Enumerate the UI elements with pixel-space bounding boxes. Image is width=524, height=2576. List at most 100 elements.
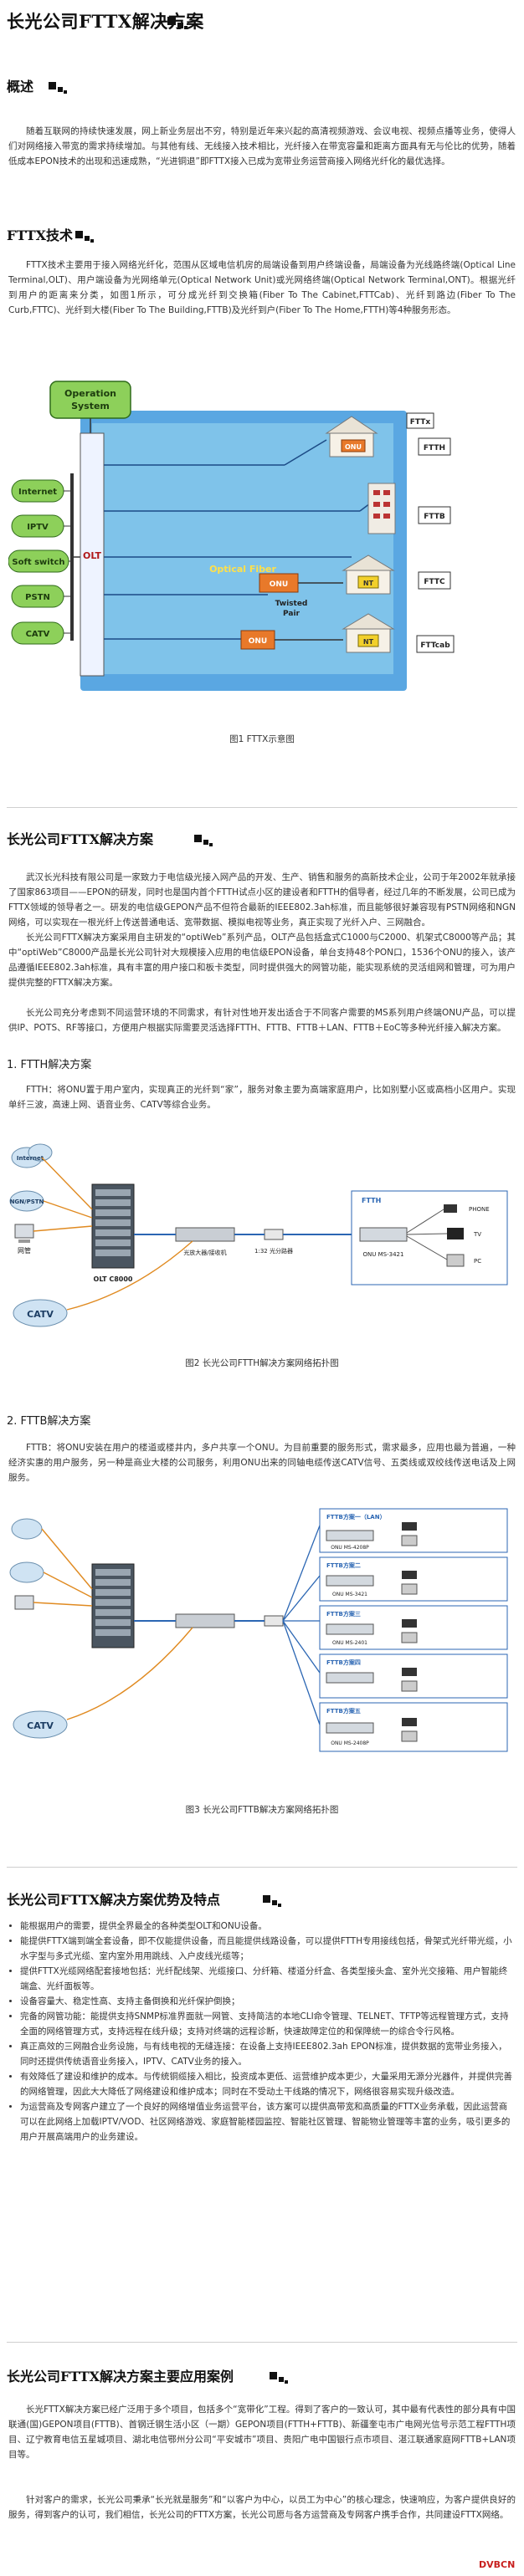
fttb-onu-5-label: ONU MS-2408P [331, 1740, 369, 1746]
ftth-paragraph: FTTH：将ONU置于用户室内，实现真正的光纤到“家”，服务对象主要为高端家庭用… [8, 1085, 516, 1110]
ftth-house: ONU [325, 416, 378, 457]
cases-decoration-icon [270, 2372, 288, 2385]
solution-paragraph-3: 长光公司充分考虑到不同运营环境的不同需求，有针对性地开发出适合于不同客户需要的M… [8, 1008, 516, 1033]
nt-fttc-label: NT [363, 580, 374, 587]
watermark-logo: DVBCN [479, 2559, 516, 2570]
fttb-diagram-svg: FTTB方案一（LAN） ONU MS-4208P FTTB方案二 ONU MS… [9, 1508, 508, 1752]
list-item: 有效降低了建设和维护的成本。与传统铜缆接入相比，投资成本更低、运营维护成本更少，… [20, 2069, 516, 2099]
solution-heading: 长光公司FTTX解决方案 [7, 831, 154, 847]
figure3-caption: 图3 长光公司FTTB解决方案网络拓扑图 [185, 1805, 339, 1815]
service-internet: Internet [11, 479, 64, 503]
ftth-tv-label: TV [473, 1231, 481, 1238]
section-divider [7, 807, 517, 808]
fttb-scheme-2: FTTB方案二 ONU MS-3421 [319, 1556, 508, 1602]
figure2-caption: 图2 长光公司FTTH解决方案网络拓扑图 [185, 1358, 339, 1368]
advantages-list: 能根据用户的需要，提供全界最全的各种类型OLT和ONU设备。 能提供FTTX端到… [8, 1919, 516, 2144]
ftth-label: FTTH [424, 444, 445, 452]
service-pstn-label: PSTN [25, 593, 50, 602]
overview-heading: 概述 [7, 79, 34, 95]
fttb-building [367, 483, 396, 534]
nt-fttcab-label: NT [363, 638, 374, 646]
fttb-catv-label: CATV [27, 1720, 54, 1731]
ftth-heading: 1. FTTH解决方案 [7, 1059, 92, 1071]
ftth-catv-label: CATV [27, 1309, 54, 1320]
fttb-scheme-3: FTTB方案三 ONU MS-2401 [319, 1605, 508, 1650]
title-decoration-icon [167, 17, 188, 32]
onu-fttc-label: ONU [270, 580, 289, 589]
operation-system-label-2: System [71, 401, 110, 411]
ftth-nms-label: 网管 [18, 1246, 31, 1255]
fttb-scheme-4: FTTB方案四 [319, 1653, 508, 1699]
solution-paragraph-2: 长光公司FTTX解决方案采用自主研发的“optiWeb”系列产品，OLT产品包括… [8, 933, 516, 988]
fttb-scheme-2-label: FTTB方案二 [326, 1561, 361, 1569]
fttx-diagram: Operation System Internet IPTV Soft swit… [8, 373, 516, 699]
cases-heading: 长光公司FTTX解决方案主要应用案例 [7, 2369, 234, 2384]
ftth-pc-label: PC [474, 1258, 481, 1265]
overview-decoration-icon [49, 82, 67, 95]
tv-icon [447, 1228, 464, 1239]
fttx-tech-heading: FTTX技术 [7, 227, 74, 243]
ftth-onu-label: ONU MS-3421 [363, 1251, 404, 1258]
fttx-label: FTTx [410, 418, 431, 427]
twisted-pair-label-1: Twisted [275, 600, 308, 608]
list-item: 提供FTTX光缆网络配套接地包括：光纤配线架、光缆接口、分纤箱、楼道分纤盒、各类… [20, 1964, 516, 1994]
fttb-diagram: FTTB方案一（LAN） ONU MS-4208P FTTB方案二 ONU MS… [8, 1505, 516, 1756]
section-divider [7, 2342, 517, 2343]
internet-cloud-icon: Internet [11, 1143, 53, 1168]
onu-fttcab-label: ONU [249, 637, 268, 646]
fttcab-label: FTTcab [420, 641, 450, 650]
ftth-ngn-label: NGN/PSTN [10, 1199, 44, 1205]
advantages-decoration-icon [263, 1895, 281, 1909]
fttb-scheme-1: FTTB方案一（LAN） ONU MS-4208P [319, 1508, 508, 1553]
fttb-scheme-4-label: FTTB方案四 [326, 1659, 361, 1666]
advantages-heading: 长光公司FTTX解决方案优势及特点 [7, 1892, 221, 1908]
cases-paragraph-1: 长光FTTX解决方案已经广泛用于多个项目，包括多个“宽带化”工程。得到了客户的一… [8, 2405, 516, 2460]
ftth-amp-label: 光放大器/接收机 [183, 1249, 226, 1256]
ftth-diagram-svg: Internet NGN/PSTN 网管 OLT C8000 光放大器/接收机 [9, 1143, 508, 1327]
fttb-label: FTTB [424, 513, 445, 521]
optical-fiber-label: Optical Fiber [209, 564, 276, 575]
list-item: 能提供FTTX端到端全套设备，即不仅能提供设备，而且能提供线路设备，可以提供FT… [20, 1934, 516, 1964]
list-item: 完备的网管功能：能提供支持SNMP标准界面就一网管、支持简洁的本地CLI命令管理… [20, 2009, 516, 2039]
service-internet-label: Internet [18, 488, 57, 497]
fttx-diagram-svg: Operation System Internet IPTV Soft swit… [8, 373, 516, 699]
service-soft-switch-label: Soft switch [12, 558, 64, 567]
ftth-phone-label: PHONE [469, 1206, 490, 1213]
service-soft-switch: Soft switch [8, 549, 69, 573]
fttb-onu-3-label: ONU MS-2401 [332, 1640, 367, 1646]
fttb-scheme-1-label: FTTB方案一（LAN） [326, 1513, 386, 1521]
onu-ftth-label: ONU [345, 443, 362, 451]
solution-paragraph-1: 武汉长光科技有限公司是一家致力于电信级光接入网产品的开发、生产、销售和服务的高新… [8, 872, 516, 928]
list-item: 真正高效的三网融合业务设施，与有线电视的无缝连接：在设备上支持IEEE802.3… [20, 2039, 516, 2069]
list-item: 设备容量大、稳定性高、支持主备倒换和光纤保护倒换； [20, 1994, 516, 2009]
fttb-onu-1-label: ONU MS-4208P [331, 1545, 369, 1551]
ngn-cloud-icon: NGN/PSTN [9, 1190, 44, 1212]
twisted-pair-label-2: Pair [283, 610, 301, 618]
fttb-scheme-5: FTTB方案五 ONU MS-2408P [319, 1702, 508, 1752]
fttx-tech-paragraph: FTTX技术主要用于接入网络光纤化，范围从区域电信机房的局端设备到用户终端设备，… [8, 260, 516, 315]
ftth-box-label: FTTH [362, 1197, 381, 1204]
fttb-heading: 2. FTTB解决方案 [7, 1415, 91, 1428]
service-catv: CATV [11, 621, 64, 645]
operation-system-label-1: Operation [64, 388, 116, 399]
phone-icon [444, 1204, 457, 1213]
fttb-scheme-3-label: FTTB方案三 [326, 1610, 361, 1618]
fttc-label: FTTC [424, 578, 445, 586]
ftth-splitter-label: 1:32 光分路器 [254, 1247, 293, 1255]
service-iptv-label: IPTV [27, 523, 49, 532]
figure1-caption: 图1 FTTX示意图 [229, 734, 295, 744]
cases-paragraph-2: 针对客户的需求，长光公司秉承“长光就是服务”和“以客户为中心，以员工为中心”的核… [8, 2495, 516, 2520]
service-pstn: PSTN [11, 585, 64, 608]
fttb-onu-2-label: ONU MS-3421 [332, 1592, 367, 1597]
list-item: 能根据用户的需要，提供全界最全的各种类型OLT和ONU设备。 [20, 1919, 516, 1934]
solution-decoration-icon [194, 835, 213, 848]
olt-label: OLT [83, 550, 102, 561]
nms-computer-icon: 网管 [14, 1224, 34, 1255]
service-iptv: IPTV [11, 514, 64, 538]
section-divider [7, 1867, 517, 1868]
list-item: 为运营商及专网客户建立了一个良好的网络增值业务运营平台，该方案可以提供高带宽和高… [20, 2099, 516, 2144]
ftth-internet-label: Internet [17, 1155, 44, 1162]
fttx-tech-decoration-icon [75, 231, 94, 244]
service-catv-label: CATV [26, 630, 50, 639]
